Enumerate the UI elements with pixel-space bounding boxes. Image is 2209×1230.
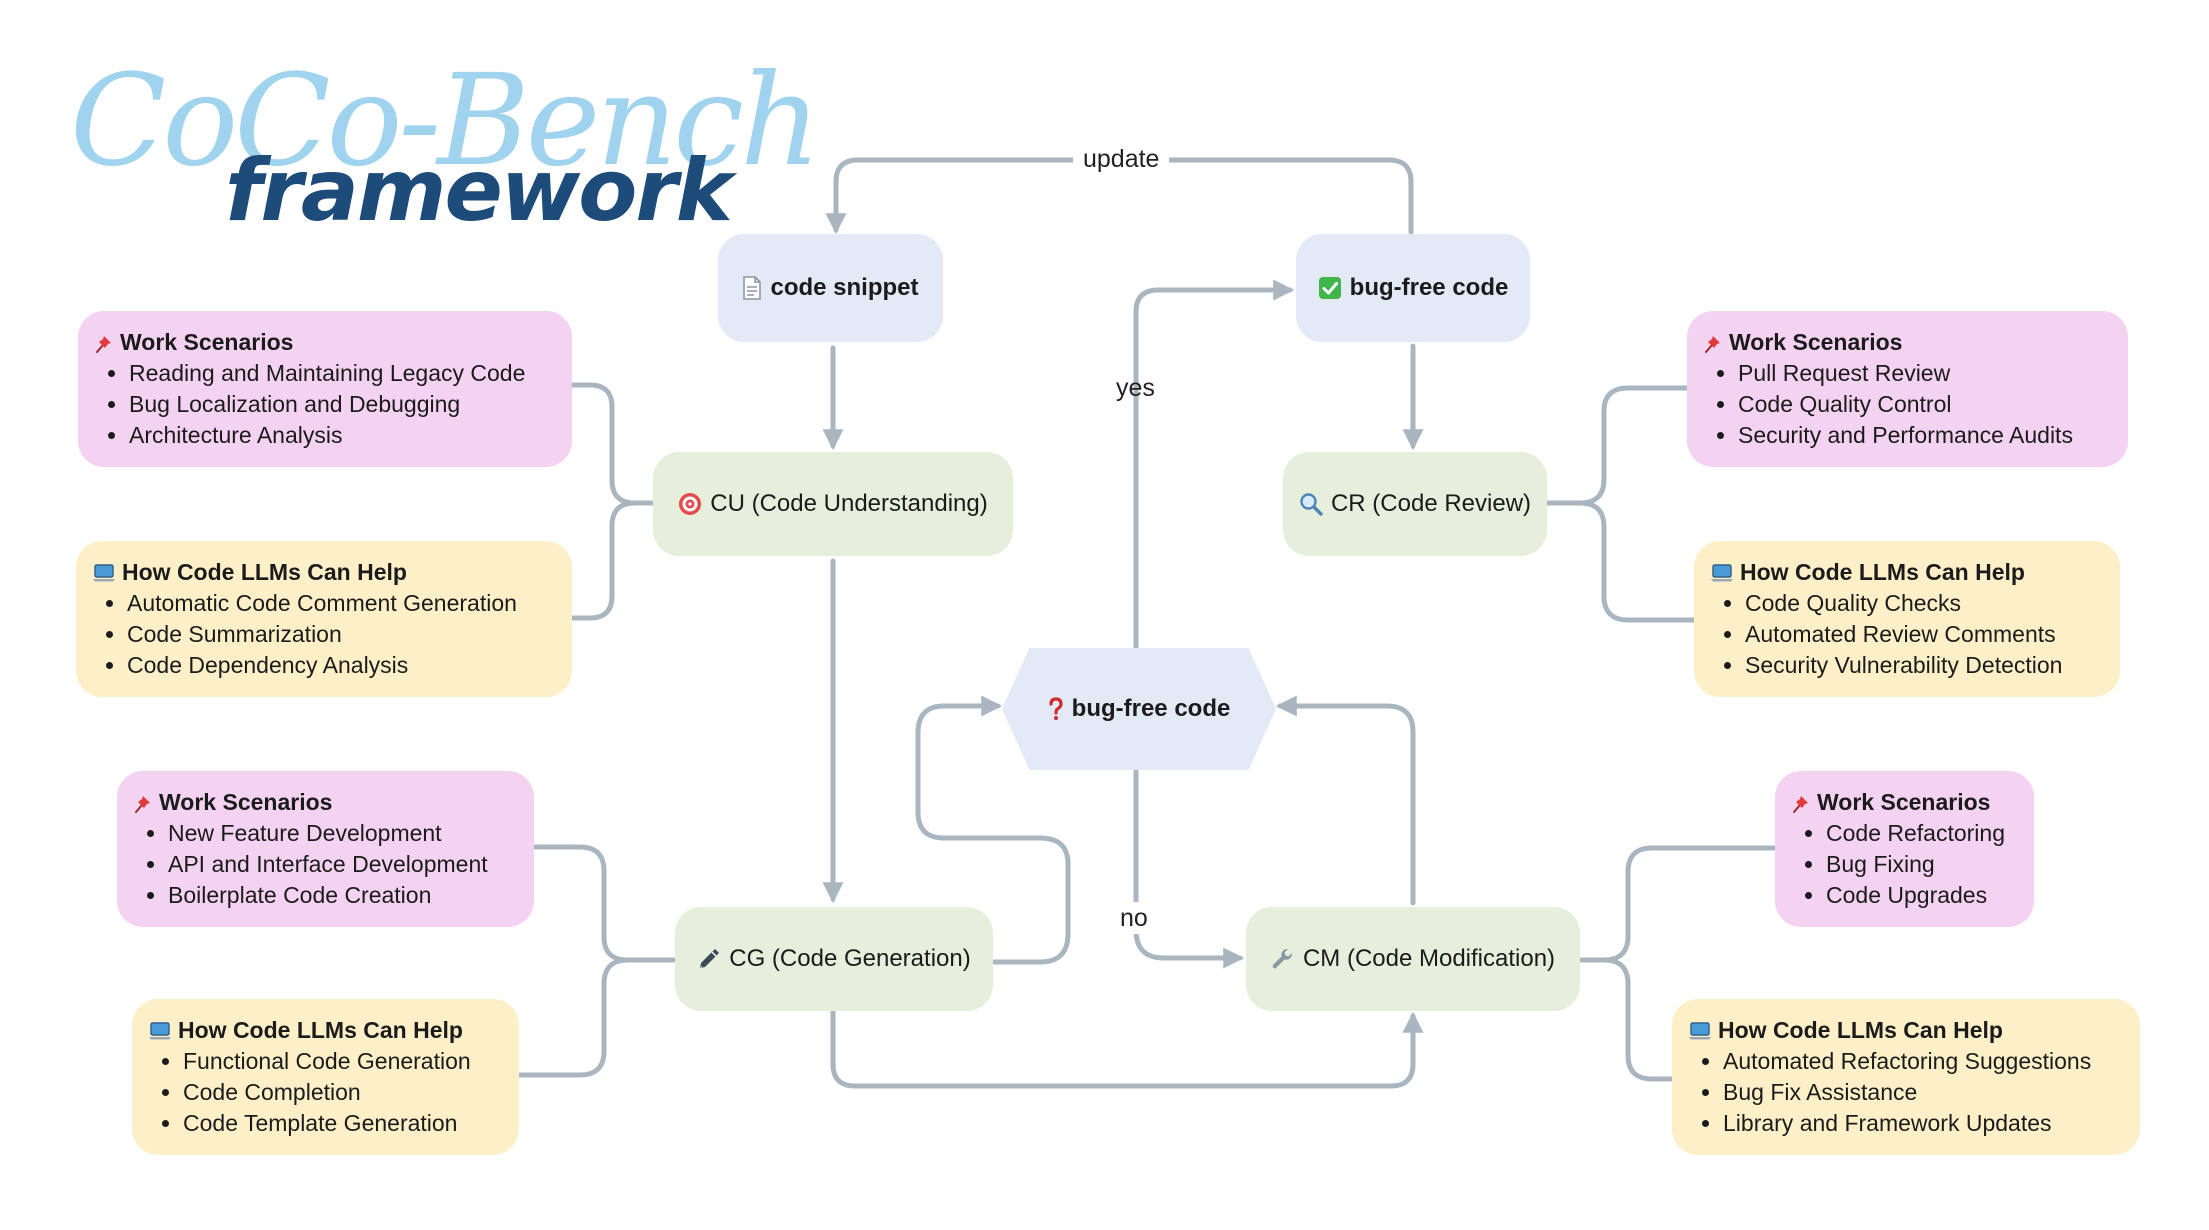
list-item: Security Vulnerability Detection — [1745, 650, 2098, 681]
title-sub: framework — [225, 141, 733, 241]
list-item: Code Upgrades — [1826, 880, 2012, 911]
card-title-text: Work Scenarios — [1729, 329, 1903, 355]
edge-cg-to-check — [915, 695, 1071, 965]
card-list: Code Refactoring Bug Fixing Code Upgrade… — [1791, 818, 2012, 911]
list-item: Code Completion — [183, 1077, 497, 1108]
cu-work-scenarios-card: Work Scenarios Reading and Maintaining L… — [78, 311, 572, 467]
list-item: Automated Refactoring Suggestions — [1723, 1046, 2118, 1077]
target-icon — [678, 492, 702, 516]
card-title: How Code LLMs Can Help — [1710, 557, 2098, 588]
magnifier-icon — [1299, 492, 1323, 516]
pushpin-icon — [1703, 333, 1723, 353]
cr-llm-help-card: How Code LLMs Can Help Code Quality Chec… — [1694, 541, 2120, 697]
card-title-text: How Code LLMs Can Help — [122, 559, 407, 585]
list-item: Automatic Code Comment Generation — [127, 588, 550, 619]
card-title: Work Scenarios — [1791, 787, 2012, 818]
pen-icon — [697, 947, 721, 971]
pushpin-icon — [133, 793, 153, 813]
node-label: CU (Code Understanding) — [710, 490, 988, 517]
document-icon — [742, 276, 762, 300]
list-item: Bug Fixing — [1826, 849, 2012, 880]
list-item: Bug Fix Assistance — [1723, 1077, 2118, 1108]
card-title-text: Work Scenarios — [159, 789, 333, 815]
laptop-icon — [1710, 563, 1734, 583]
node-label: CG (Code Generation) — [729, 945, 971, 972]
wrench-icon — [1271, 947, 1295, 971]
list-item: New Feature Development — [168, 818, 512, 849]
list-item: Code Template Generation — [183, 1108, 497, 1139]
node-label: bug-free code — [1071, 695, 1231, 722]
card-title: Work Scenarios — [133, 787, 512, 818]
cu-llm-help-card: How Code LLMs Can Help Automatic Code Co… — [76, 541, 572, 697]
card-title-text: Work Scenarios — [1817, 789, 1991, 815]
laptop-icon — [1688, 1021, 1712, 1041]
node-cr: CR (Code Review) — [1283, 452, 1547, 556]
list-item: Pull Request Review — [1738, 358, 2106, 389]
card-title: Work Scenarios — [1703, 327, 2106, 358]
edge-label-update: update — [1073, 143, 1170, 175]
card-title: How Code LLMs Can Help — [148, 1015, 497, 1046]
list-item: Automated Review Comments — [1745, 619, 2098, 650]
framework-title: CoCo-Bench framework — [60, 48, 821, 248]
node-cg: CG (Code Generation) — [675, 907, 993, 1011]
cg-work-scenarios-card: Work Scenarios New Feature Development A… — [117, 771, 534, 927]
question-icon — [1048, 697, 1064, 721]
check-icon — [1318, 276, 1342, 300]
card-list: Functional Code Generation Code Completi… — [148, 1046, 497, 1139]
node-label: CR (Code Review) — [1330, 490, 1532, 517]
list-item: Library and Framework Updates — [1723, 1108, 2118, 1139]
laptop-icon — [148, 1021, 172, 1041]
list-item: Code Quality Control — [1738, 389, 2106, 420]
card-title: How Code LLMs Can Help — [92, 557, 550, 588]
cm-llm-help-card: How Code LLMs Can Help Automated Refacto… — [1672, 999, 2140, 1155]
node-cm: CM (Code Modification) — [1246, 907, 1580, 1011]
card-title-text: How Code LLMs Can Help — [1740, 559, 2025, 585]
edge-label-yes: yes — [1116, 374, 1155, 402]
cm-work-scenarios-card: Work Scenarios Code Refactoring Bug Fixi… — [1775, 771, 2034, 927]
cg-llm-help-card: How Code LLMs Can Help Functional Code G… — [132, 999, 519, 1155]
card-title-text: Work Scenarios — [120, 329, 294, 355]
list-item: Code Quality Checks — [1745, 588, 2098, 619]
node-bug-free-check: bug-free code — [1002, 648, 1276, 770]
card-title-text: How Code LLMs Can Help — [178, 1017, 463, 1043]
list-item: Code Dependency Analysis — [127, 650, 550, 681]
card-list: Automated Refactoring Suggestions Bug Fi… — [1688, 1046, 2118, 1139]
cr-work-scenarios-card: Work Scenarios Pull Request Review Code … — [1687, 311, 2128, 467]
list-item: Code Summarization — [127, 619, 550, 650]
node-label: CM (Code Modification) — [1302, 945, 1556, 972]
card-title: How Code LLMs Can Help — [1688, 1015, 2118, 1046]
node-code-snippet: code snippet — [718, 234, 943, 342]
list-item: Boilerplate Code Creation — [168, 880, 512, 911]
node-cu: CU (Code Understanding) — [653, 452, 1013, 556]
edge-cg-to-cm — [830, 1008, 1424, 1089]
list-item: Bug Localization and Debugging — [129, 389, 550, 420]
card-list: Automatic Code Comment Generation Code S… — [92, 588, 550, 681]
title-main: CoCo-Bench — [70, 47, 821, 194]
card-list: Pull Request Review Code Quality Control… — [1703, 358, 2106, 451]
card-title-text: How Code LLMs Can Help — [1718, 1017, 2003, 1043]
list-item: Code Refactoring — [1826, 818, 2012, 849]
card-list: Code Quality Checks Automated Review Com… — [1710, 588, 2098, 681]
list-item: Functional Code Generation — [183, 1046, 497, 1077]
node-label: bug-free code — [1349, 274, 1509, 301]
list-item: Security and Performance Audits — [1738, 420, 2106, 451]
card-list: Reading and Maintaining Legacy Code Bug … — [94, 358, 550, 451]
list-item: Architecture Analysis — [129, 420, 550, 451]
card-title: Work Scenarios — [94, 327, 550, 358]
laptop-icon — [92, 563, 116, 583]
edge-yes — [1133, 279, 1295, 651]
node-label: code snippet — [770, 274, 919, 301]
list-item: Reading and Maintaining Legacy Code — [129, 358, 550, 389]
card-list: New Feature Development API and Interfac… — [133, 818, 512, 911]
node-bug-free-code-top: bug-free code — [1296, 234, 1530, 342]
list-item: API and Interface Development — [168, 849, 512, 880]
edge-label-no: no — [1110, 902, 1158, 934]
pushpin-icon — [1791, 793, 1811, 813]
edge-cm-to-check — [1275, 695, 1416, 906]
pushpin-icon — [94, 333, 114, 353]
